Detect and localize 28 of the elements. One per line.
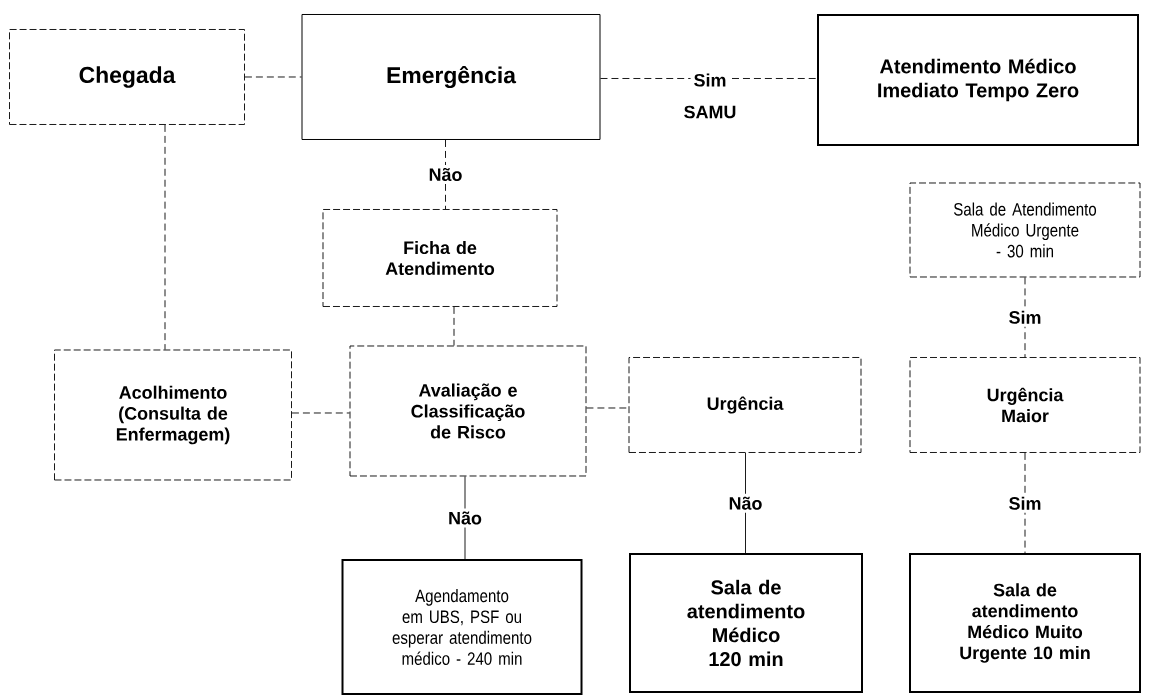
edge-label: Não <box>725 493 766 513</box>
connector-line <box>464 476 466 560</box>
connector-line <box>244 76 302 78</box>
dashed-box: Chegada <box>9 29 245 125</box>
result-box: Atendimento Médico Imediato Tempo Zero <box>817 14 1139 146</box>
edge-label: Sim <box>1005 307 1045 327</box>
connector-line <box>1024 452 1026 554</box>
dashed-box: Ficha de Atendimento <box>322 209 558 307</box>
dashed-box: Sala de Atendimento Médico Urgente - 30 min <box>909 182 1141 278</box>
connector-line <box>586 407 629 409</box>
edge-label: Não <box>425 164 466 185</box>
note-label: SAMU <box>684 105 736 119</box>
connector-line <box>445 139 446 210</box>
process-box: Emergência <box>301 14 601 140</box>
result-box: Sala de atendimento Médico Muito Urgente 10 min <box>909 553 1141 693</box>
dashed-box: Urgência <box>628 357 862 453</box>
dashed-box: Avaliação e Classificação de Risco <box>349 345 587 477</box>
edge-label: Não <box>445 508 485 528</box>
result-box: Sala de atendimento Médico 120 min <box>629 553 863 693</box>
connector-line <box>291 412 350 414</box>
connector-line <box>453 306 455 346</box>
dashed-box: Urgência Maior <box>909 357 1141 453</box>
connector-line <box>1024 277 1026 358</box>
dashed-box: Acolhimento (Consulta de Enfermagem) <box>54 349 292 481</box>
connector-line <box>164 124 166 350</box>
edge-label: Sim <box>1005 493 1045 513</box>
result-box: Agendamento em UBS, PSF ou esperar atendimento médico - 240 min <box>341 559 583 695</box>
edge-label: Sim <box>690 70 730 90</box>
